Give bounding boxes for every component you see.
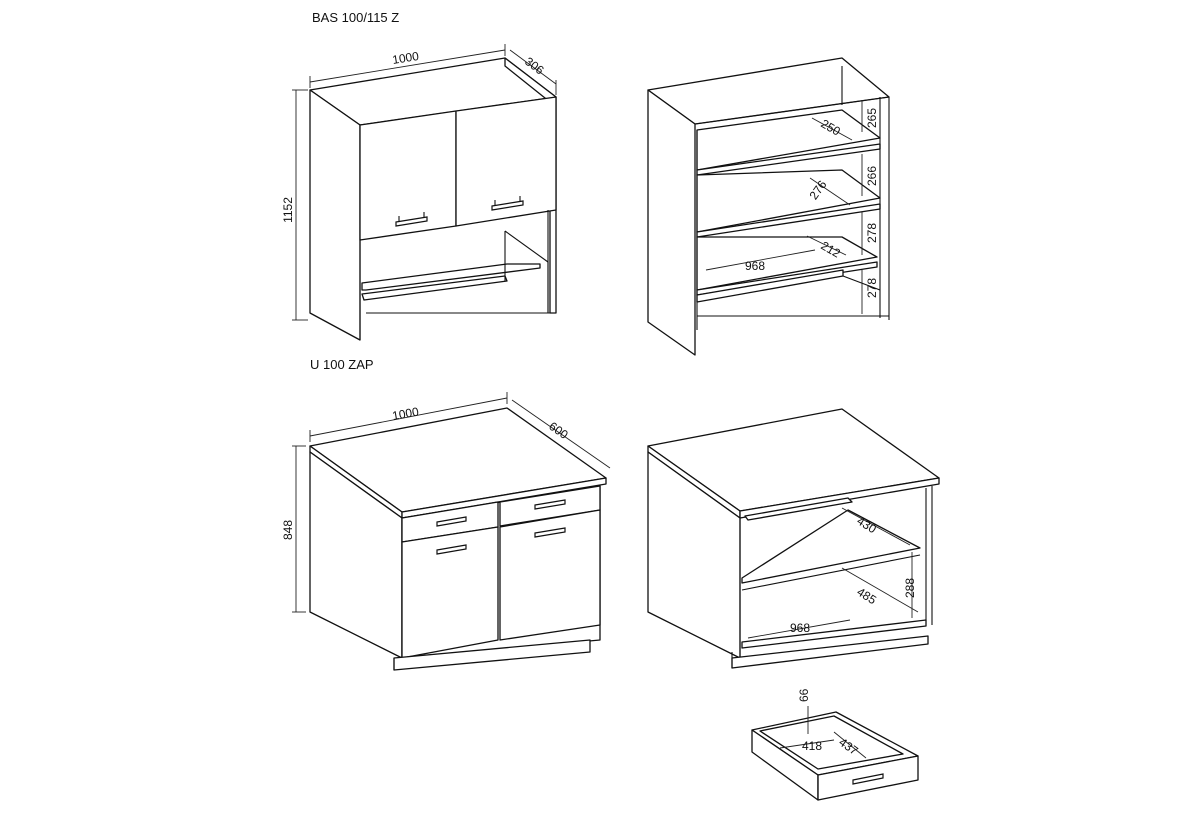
- lower-depth-lower: 485: [854, 585, 879, 608]
- upper-cabinet-title: BAS 100/115 Z: [312, 10, 399, 25]
- drawer-handle-icon: [852, 773, 884, 785]
- drawer-handle-left-icon: [436, 516, 467, 527]
- upper-cabinet-closed-view: [309, 57, 557, 341]
- door-handle-lower-right-icon: [534, 527, 566, 538]
- lower-height-dim: 848: [281, 520, 295, 540]
- drawer-width-dim: 418: [802, 739, 822, 753]
- lower-cabinet-interior-view: [647, 408, 940, 669]
- drawer-height-dim: 66: [797, 688, 811, 702]
- upper-cabinet-interior-view: [647, 57, 890, 356]
- upper-shelf-gap-4: 278: [865, 278, 879, 298]
- lower-dim-lines: [292, 392, 611, 613]
- upper-shelf-gap-1: 265: [865, 108, 879, 128]
- door-handle-lower-left-icon: [436, 544, 467, 555]
- upper-height-dim: 1152: [281, 197, 295, 223]
- door-handle-left-icon: [395, 212, 428, 227]
- drawer-box: [751, 711, 919, 801]
- upper-interior-dim-lines: [705, 100, 863, 314]
- door-handle-right-icon: [491, 196, 524, 211]
- lower-inner-width: 968: [790, 621, 810, 635]
- upper-inner-width: 968: [745, 259, 765, 273]
- upper-shelf-gap-2: 266: [865, 166, 879, 186]
- upper-dim-lines: [292, 44, 557, 321]
- upper-shelf-gap-3: 278: [865, 223, 879, 243]
- lower-width-dim: 1000: [391, 404, 420, 422]
- lower-interior-dim-lines: [747, 507, 919, 639]
- drawer-dim-lines: [779, 706, 867, 759]
- lower-shelf-gap: 288: [903, 578, 917, 598]
- upper-width-dim: 1000: [391, 49, 420, 67]
- lower-cabinet-title: U 100 ZAP: [310, 357, 374, 372]
- lower-cabinet-closed-view: [309, 407, 607, 671]
- drawer-handle-right-icon: [534, 499, 566, 510]
